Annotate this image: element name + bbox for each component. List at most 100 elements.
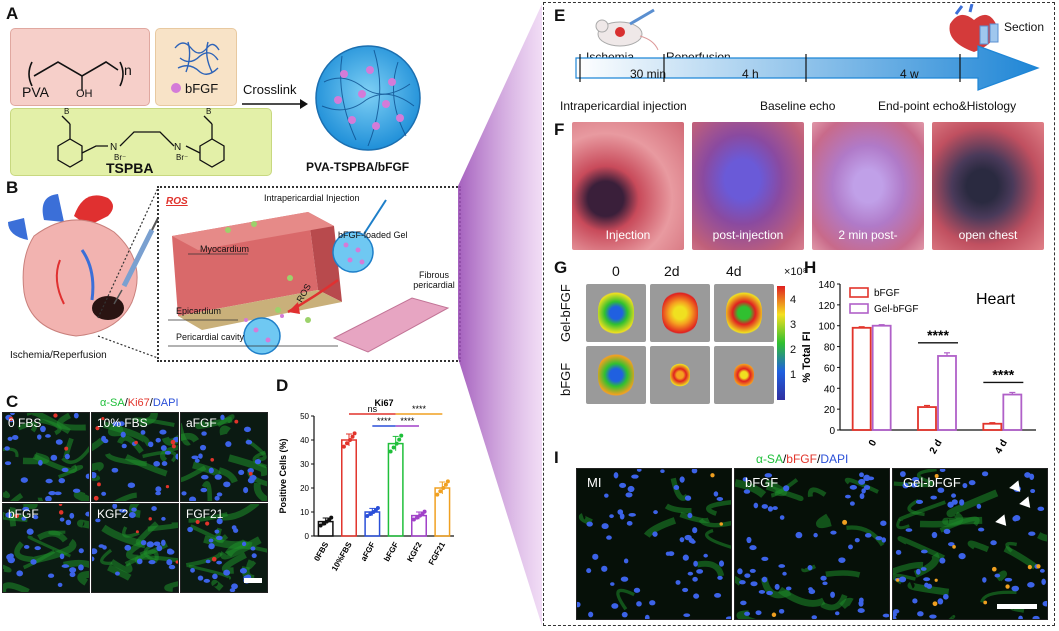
histology-tile: bFGF: [734, 468, 890, 620]
x-tick-label: 2 d: [928, 438, 945, 456]
x-tick-label: FGF21: [427, 540, 448, 567]
data-point: [318, 523, 323, 528]
y-tick-label: 0: [829, 426, 835, 437]
data-point: [445, 479, 450, 484]
gel-label: bFGF-loaded Gel: [338, 230, 408, 240]
histology-tile-label: bFGF: [745, 475, 779, 490]
event-baseline-echo: Baseline echo: [760, 99, 836, 113]
surgery-photo-label: 2 min post-: [838, 228, 898, 242]
x-tick-label: KGF2: [405, 540, 424, 563]
bfgf-box: [155, 28, 237, 106]
g-tick-1: 1: [790, 369, 797, 381]
micrograph-tile: KGF2: [91, 503, 179, 593]
y-axis-label: Positive Cells (%): [278, 438, 288, 513]
section-label: Section: [1004, 20, 1045, 34]
surgery-photo: post-injection: [692, 122, 804, 250]
data-point: [352, 431, 357, 436]
surgery-photo-label: post-injection: [712, 228, 784, 242]
y-axis-label: % Total FI: [801, 331, 813, 382]
g-row-bfgf: bFGF: [558, 362, 573, 396]
y-tick-label: 140: [818, 280, 835, 291]
micrograph-tile: 10% FBS: [91, 412, 179, 502]
data-point: [375, 506, 380, 511]
legend-sep: /: [124, 397, 128, 409]
data-point: [441, 486, 446, 490]
y-tick-label: 20: [300, 484, 309, 493]
hydrogel-network-icon: [315, 45, 421, 151]
surgery-photo: 2 min post-: [812, 122, 924, 250]
data-point: [368, 511, 373, 516]
micrograph-tile: bFGF: [2, 503, 90, 593]
crosslink-arrow-icon: [242, 99, 308, 109]
panel-label-h: H: [804, 258, 817, 277]
event-injection: Intrapericardial injection: [560, 99, 687, 113]
myocardium-label: Myocardium: [200, 244, 250, 254]
panel-label-i: I: [554, 448, 559, 467]
micrograph-tile-label: KGF2: [97, 507, 129, 521]
micrograph-tile: 0 FBS: [2, 412, 90, 502]
g-row-gel-bfgf: Gel-bFGF: [558, 284, 573, 342]
data-point: [350, 434, 355, 439]
data-point: [329, 515, 334, 520]
data-point: [399, 433, 404, 438]
significance-label: ns: [368, 404, 378, 414]
g-tick-3: 3: [790, 319, 797, 331]
crosslink-label: Crosslink: [243, 82, 297, 97]
data-point: [341, 444, 346, 449]
micrograph-tile-label: FGF21: [186, 507, 224, 521]
significance-label: ****: [927, 327, 949, 343]
bar: [851, 326, 872, 431]
bar: [341, 439, 357, 537]
legend-asa: α-SA: [100, 397, 125, 409]
x-tick-label: 10%FBS: [330, 540, 354, 573]
bar: [871, 324, 892, 431]
chart-title: Heart: [976, 291, 1016, 308]
legend-swatch: [849, 303, 869, 314]
ivis-image: [650, 284, 710, 342]
heart-section-icon: [949, 4, 999, 52]
data-point: [422, 509, 427, 514]
legend-dapi: DAPI: [152, 397, 179, 409]
right-frame: [543, 2, 1055, 626]
mouse-icon: [595, 8, 659, 51]
y-tick-label: 30: [300, 460, 309, 469]
ivis-image-grid: [586, 284, 774, 404]
zoom-guides: [97, 187, 159, 359]
ivis-image: [714, 284, 774, 342]
data-point: [397, 437, 402, 442]
chart-title: Ki67: [374, 398, 393, 408]
x-tick-label: bFGF: [382, 540, 400, 563]
data-point: [443, 482, 448, 487]
ivis-image: [650, 346, 710, 404]
ivis-image: [586, 284, 646, 342]
ivis-image: [586, 346, 646, 404]
tspba-label: TSPBA: [106, 160, 154, 176]
histology-tile-label: MI: [587, 475, 602, 490]
y-tick-label: 20: [824, 405, 836, 416]
y-tick-label: 10: [300, 508, 309, 517]
bromide-label-1: Br⁻: [114, 153, 127, 162]
panel-label-e: E: [554, 6, 566, 25]
legend-label: bFGF: [874, 288, 900, 299]
heart-illustration: [8, 194, 159, 337]
y-tick-label: 120: [818, 301, 835, 312]
data-point: [391, 445, 396, 450]
pericardial-schematic: [168, 199, 450, 355]
ros-label: ROS: [166, 196, 188, 207]
y-tick-label: 80: [824, 343, 836, 354]
micrograph-tile-label: bFGF: [8, 507, 39, 521]
g-tick-2: 2: [790, 344, 797, 356]
chemical-structures: N N B B: [28, 41, 225, 168]
x-tick-label: aFGF: [359, 540, 377, 562]
x-tick-label: 0: [867, 438, 880, 449]
legend-ki67: Ki67: [127, 397, 150, 409]
repeat-n-label: n: [124, 62, 132, 78]
g-tick-4: 4: [790, 294, 797, 306]
epicardium-label: Epicardium: [176, 306, 222, 316]
significance-label: ****: [400, 416, 415, 426]
ivis-image: [714, 346, 774, 404]
